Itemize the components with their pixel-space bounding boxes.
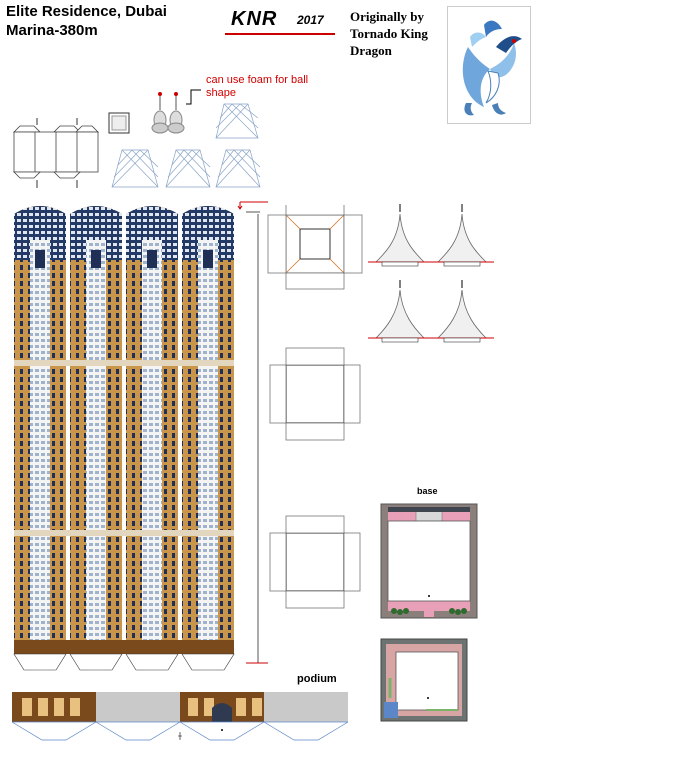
spire-cone-4 [430,280,494,343]
arrow-marker [237,202,243,210]
credit-line-1: Originally by [350,9,425,24]
podium-strip [12,692,348,741]
logo-year: 2017 [297,13,324,27]
knr-logo: KNR 2017 [225,8,340,35]
page-title: Elite Residence, Dubai Marina-380m [6,2,206,40]
credit-line-2: Tornado King [350,26,428,41]
foam-note: can use foam for ball shape [206,74,336,100]
prism-net [13,118,99,188]
foam-note-line-1: can use foam for ball [206,74,309,86]
base-piece [380,503,478,619]
dragon-icon [447,6,531,124]
spire-cone-3 [368,280,430,343]
facade-base [14,640,234,654]
tower-facade [13,201,268,671]
podium-face-4 [264,692,348,722]
facade-bay-1 [14,206,66,650]
note-bracket [186,89,201,105]
bottom-tabs [13,653,235,671]
title-line-1: Elite Residence, Dubai [6,3,167,20]
title-line-2: Marina-380m [6,22,98,39]
logo-text: KNR [231,8,278,30]
square-cap-net-2 [269,515,361,609]
base-label: base [417,486,438,496]
facade-bay-4 [182,206,234,650]
ball-piece-right [167,92,185,134]
lattice-piece-top [215,103,259,139]
lattice-piece-3 [215,149,261,188]
cap-nets [267,205,363,609]
facade-bands [14,360,234,536]
spire-cones [368,204,494,343]
lattice-piece-1 [111,149,159,188]
crown-cap-net [267,205,363,290]
square-cap-net-1 [269,347,361,441]
facade-bay-3 [126,206,178,650]
logo-underline [225,33,335,35]
podium-label: podium [297,673,337,685]
lattice-piece-2 [165,149,211,188]
credit-line-3: Dragon [350,43,392,58]
ball-piece-left [151,92,169,134]
spire-parts [13,89,261,188]
spire-cone-2 [430,204,494,267]
podium-face-2 [96,692,180,722]
foam-note-line-2: shape [206,87,236,99]
credit-text: Originally by Tornado King Dragon [350,8,450,59]
spire-cone-1 [368,204,430,267]
facade-bay-2 [70,206,122,650]
podium-plate [380,638,468,722]
